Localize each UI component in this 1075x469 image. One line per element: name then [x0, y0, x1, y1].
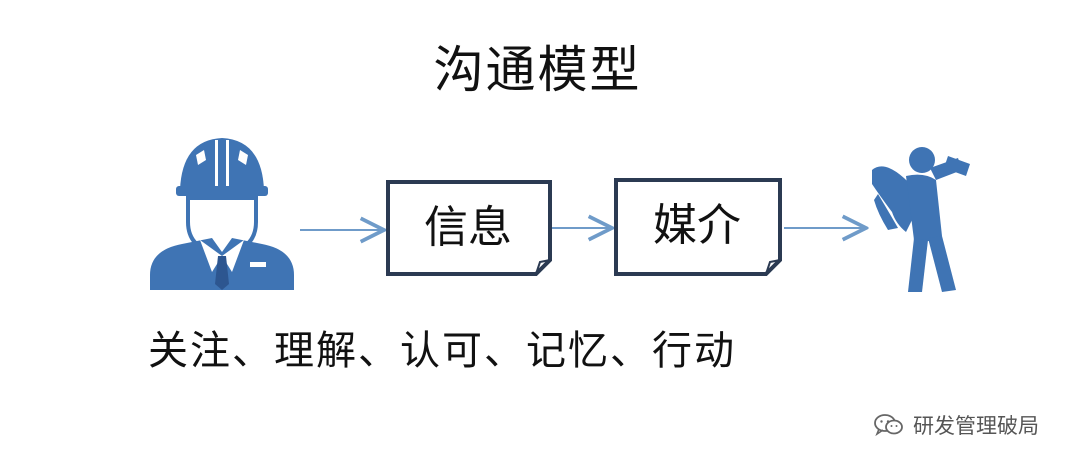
diagram-title: 沟通模型: [433, 41, 642, 99]
person-carrying-sack-icon: [872, 147, 970, 292]
media-box: 媒介: [614, 178, 782, 276]
watermark-text: 研发管理破局: [913, 414, 1039, 438]
worker-with-hard-hat-icon: [150, 138, 294, 290]
message-label: 信息: [424, 202, 512, 253]
message-box: 信息: [386, 180, 552, 276]
caption-stages: 关注、理解、认可、记忆、行动: [148, 328, 736, 374]
media-label: 媒介: [653, 200, 741, 251]
watermark: 研发管理破局: [873, 410, 1039, 440]
wechat-logo-icon: [874, 414, 903, 437]
